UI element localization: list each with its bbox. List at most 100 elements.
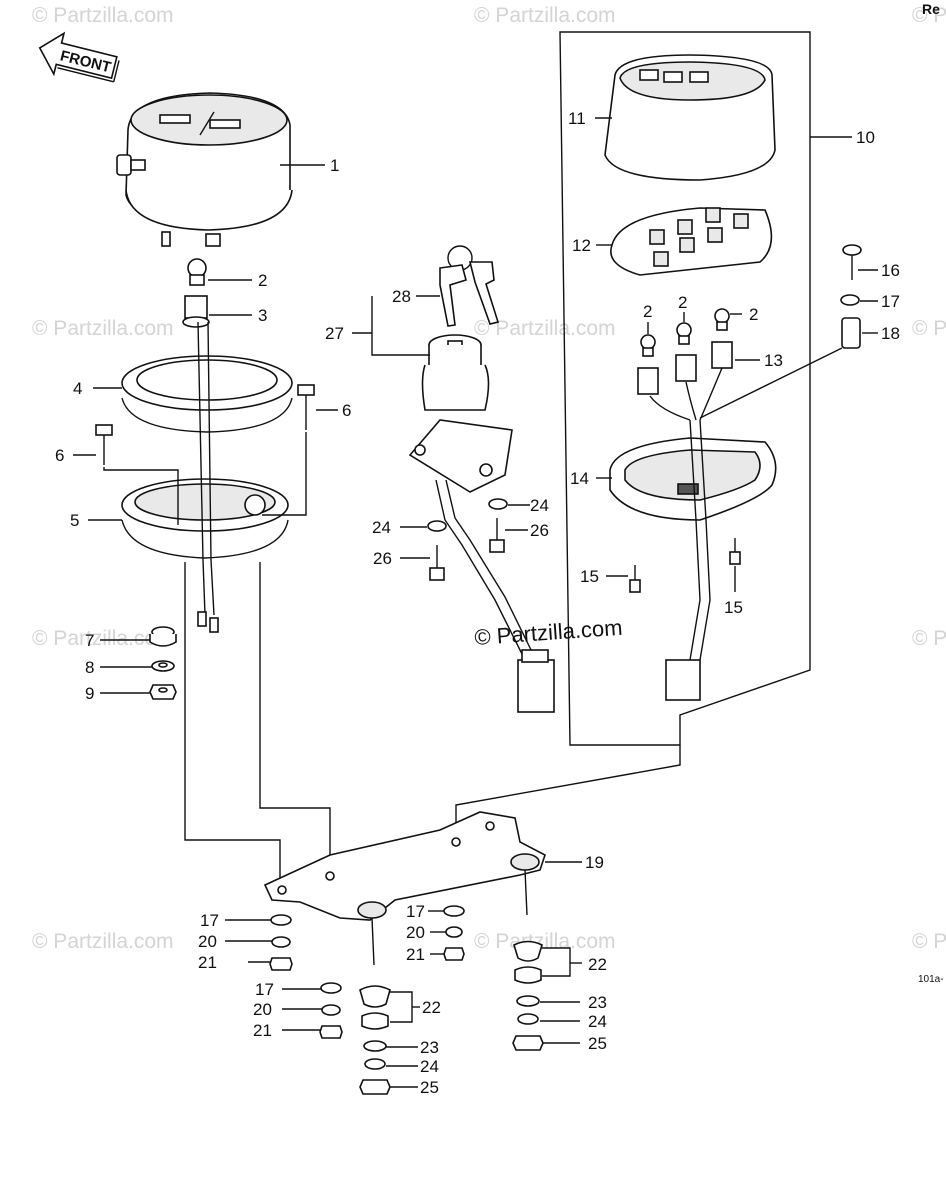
washer-23 — [363, 1040, 387, 1052]
callout-26: 26 — [530, 521, 549, 540]
bracket-boss — [510, 853, 540, 871]
key — [439, 264, 467, 327]
stack-stud-left — [359, 985, 420, 1095]
callout-2: 2 — [678, 293, 687, 312]
socket-body — [184, 295, 208, 319]
callout-14: 14 — [570, 469, 589, 488]
nut-21 — [269, 957, 293, 971]
callout-21: 21 — [198, 953, 217, 972]
washer — [488, 498, 508, 510]
callout-24: 24 — [588, 1012, 607, 1031]
ring-inner — [136, 359, 278, 401]
washer-24-lower — [400, 520, 447, 532]
callout-23: 23 — [588, 993, 607, 1012]
bulb-glass — [714, 308, 730, 324]
bulb-base — [642, 347, 654, 357]
plate-boss — [679, 237, 695, 253]
screw-head — [95, 424, 113, 436]
bracket-27 — [371, 296, 430, 356]
front-arrow-shading — [113, 60, 120, 82]
screw-16 — [842, 244, 878, 280]
grommet-22 — [359, 985, 391, 1008]
callout-25: 25 — [420, 1078, 439, 1097]
callout-18: 18 — [881, 324, 900, 343]
watermark: © Partzilla.com — [32, 4, 174, 27]
callout-15: 15 — [580, 567, 599, 586]
grommet-22 — [361, 1012, 389, 1030]
socket-wire — [699, 367, 723, 421]
callout-17: 17 — [200, 911, 219, 930]
callout-5: 5 — [70, 511, 79, 530]
watermark-edge: © P — [912, 317, 946, 340]
grommet-22 — [514, 966, 542, 984]
part-body — [149, 634, 177, 647]
callout-27: 27 — [325, 324, 344, 343]
guide-line — [184, 562, 281, 888]
bulb-base — [189, 274, 205, 286]
socket-body — [637, 367, 659, 395]
callout-20: 20 — [198, 932, 217, 951]
cover-lens — [639, 69, 659, 81]
grommet-7 — [100, 626, 177, 647]
watermark: © Partzilla.com — [474, 4, 616, 27]
callout-7: 7 — [85, 631, 94, 650]
switch-connector — [517, 659, 555, 713]
mount-hole — [479, 463, 493, 477]
washer-17 — [443, 905, 465, 917]
cable-terminal — [209, 617, 219, 633]
plate-boss — [677, 219, 693, 235]
watermark-edge: © P — [912, 4, 946, 27]
callout-22: 22 — [588, 955, 607, 974]
nut-9 — [100, 684, 177, 700]
plate-boss — [705, 207, 721, 223]
front-arrow: FRONT — [38, 31, 120, 83]
indicator-sockets — [637, 341, 760, 421]
washer-23 — [516, 995, 540, 1007]
plate-boss — [653, 251, 669, 267]
trip-knob — [116, 154, 132, 176]
bulb-left — [187, 258, 252, 286]
trip-knob-stem — [130, 159, 146, 171]
washer-24 — [517, 1013, 539, 1025]
callout-24: 24 — [372, 518, 391, 537]
indicator-case — [596, 437, 777, 521]
watermark-center: © Partzilla.com — [474, 615, 624, 650]
callout-20: 20 — [253, 1000, 272, 1019]
watermark: © Partzilla.com — [474, 930, 616, 953]
bracket-plate — [263, 811, 546, 921]
meter-case — [88, 478, 289, 559]
bulb-group-right — [640, 308, 742, 357]
bolt-head — [429, 567, 445, 581]
indicator-connector — [665, 659, 701, 701]
socket-body — [711, 341, 733, 369]
watermark: © Partzilla.com — [32, 627, 174, 650]
speedometer-window — [209, 119, 241, 129]
spacer-18 — [841, 317, 878, 349]
plate-boss — [707, 227, 723, 243]
guide-line — [699, 347, 843, 419]
callout-12: 12 — [572, 236, 591, 255]
washer-8 — [100, 660, 175, 672]
socket-collar — [182, 316, 210, 328]
case-edge — [121, 519, 289, 559]
switch-flange — [408, 419, 513, 493]
nut-25 — [512, 1035, 544, 1051]
callout-17: 17 — [406, 902, 425, 921]
callout-23: 23 — [420, 1038, 439, 1057]
callout-4: 4 — [73, 379, 82, 398]
indicator-assembly-frame — [559, 31, 811, 746]
socket-wire — [649, 395, 691, 421]
bulb-base — [678, 335, 690, 345]
callout-6: 6 — [342, 401, 351, 420]
washer-24-upper — [488, 498, 530, 510]
screw-6-right — [262, 384, 338, 516]
ignition-switch — [352, 296, 555, 713]
indicator-cable — [699, 419, 711, 661]
bulb-base — [716, 321, 728, 331]
callout-26: 26 — [373, 549, 392, 568]
callout-2: 2 — [749, 305, 758, 324]
guide-line — [103, 467, 179, 525]
screw-head — [842, 244, 862, 256]
callout-24: 24 — [420, 1057, 439, 1076]
speedometer-window — [159, 114, 191, 124]
